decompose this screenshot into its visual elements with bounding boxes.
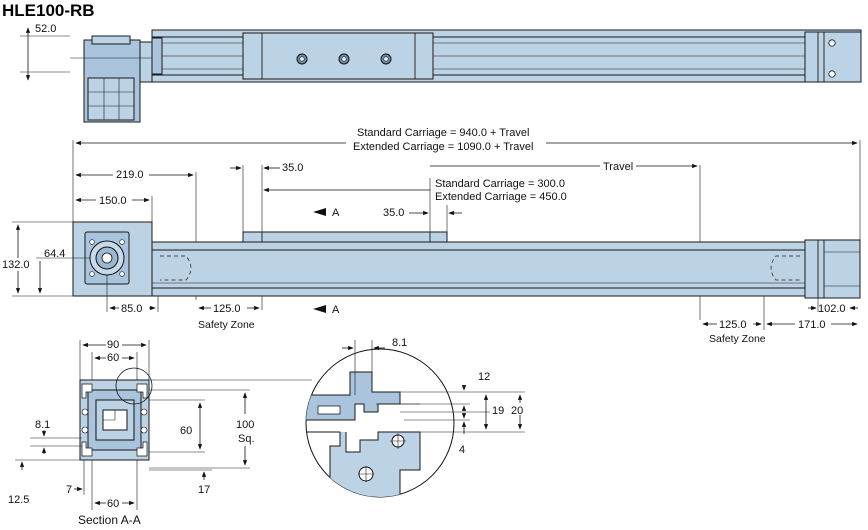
section-mark-top: A — [332, 207, 340, 219]
extended-carriage-label: Extended Carriage = 450.0 — [435, 191, 567, 203]
dim-motor-52: 52.0 — [35, 23, 56, 35]
dim-60-bottom: 60 — [107, 498, 119, 510]
section-view: 90 60 100 Sq. 60 — [8, 338, 312, 527]
section-mark-bottom: A — [332, 304, 340, 316]
dim-8-1-left: 8.1 — [35, 419, 50, 431]
dim-85: 85.0 — [121, 303, 142, 315]
top-view: 52.0 — [20, 23, 862, 123]
section-caption: Section A-A — [78, 513, 141, 527]
standard-length-label: Standard Carriage = 940.0 + Travel — [357, 127, 529, 139]
dim-detail-19: 19 — [492, 405, 504, 417]
dim-132: 132.0 — [2, 259, 30, 271]
dim-125-right: 125.0 — [719, 319, 747, 331]
side-view: Standard Carriage = 940.0 + Travel Exten… — [0, 125, 861, 345]
dim-171: 171.0 — [798, 319, 826, 331]
dim-detail-20: 20 — [511, 405, 523, 417]
dim-219: 219.0 — [116, 169, 144, 181]
extended-length-label: Extended Carriage = 1090.0 + Travel — [353, 141, 533, 153]
detail-view: 8.1 12 19 20 4 — [305, 337, 527, 498]
standard-carriage-label: Standard Carriage = 300.0 — [435, 178, 565, 190]
dim-7: 7 — [66, 484, 72, 496]
dim-60-top: 60 — [107, 352, 119, 364]
safety-zone-left: Safety Zone — [198, 319, 255, 331]
dim-102: 102.0 — [818, 303, 846, 315]
dim-60-right: 60 — [180, 425, 192, 437]
model-title: HLE100-RB — [2, 1, 95, 20]
dim-150: 150.0 — [99, 195, 127, 207]
side-rail — [151, 241, 861, 297]
travel-label: Travel — [603, 161, 633, 173]
dim-35-top: 35.0 — [282, 162, 303, 174]
side-carriage — [242, 231, 448, 243]
safety-zone-right: Safety Zone — [709, 333, 766, 345]
dim-12-5: 12.5 — [8, 494, 29, 506]
dim-detail-8-1: 8.1 — [392, 337, 407, 349]
dim-90: 90 — [107, 339, 119, 351]
dim-17: 17 — [198, 484, 210, 496]
dim-125-left: 125.0 — [213, 303, 241, 315]
dim-detail-4: 4 — [459, 444, 465, 456]
dim-64: 64.4 — [44, 248, 65, 260]
dim-detail-12: 12 — [478, 371, 490, 383]
dim-100: 100 — [236, 419, 254, 431]
dim-35-mid: 35.0 — [383, 207, 404, 219]
top-carriage — [242, 32, 434, 80]
dim-sq: Sq. — [238, 433, 255, 445]
